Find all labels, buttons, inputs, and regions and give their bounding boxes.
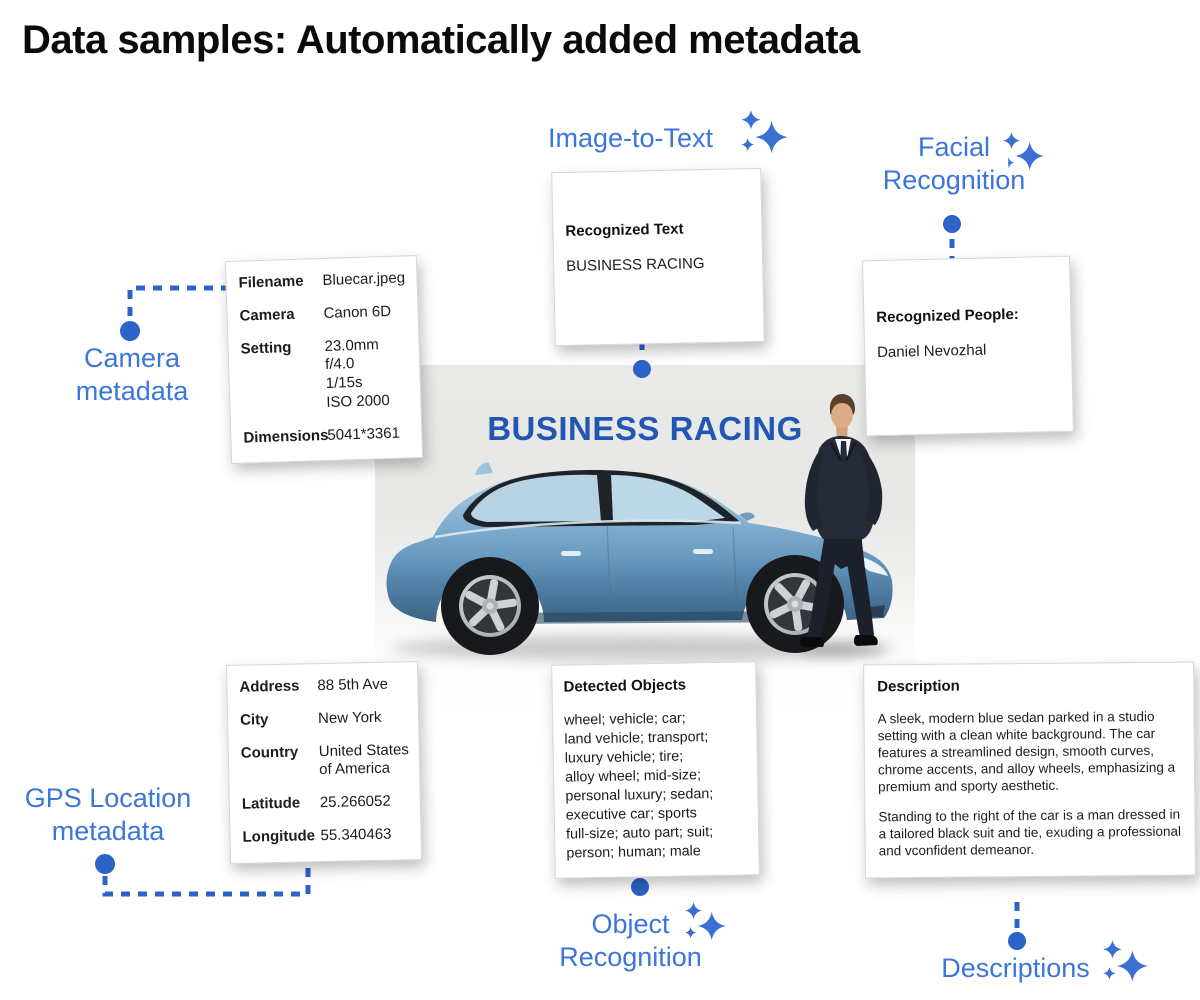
callout-image-to-text: Image-to-Text xyxy=(548,122,713,155)
sparkle-icon xyxy=(684,902,727,941)
description-paragraph: Standing to the right of the car is a ma… xyxy=(878,806,1182,859)
card-description: Description A sleek, modern blue sedan p… xyxy=(863,661,1196,879)
callout-gps-line1: GPS Location xyxy=(24,783,192,813)
connector-dot xyxy=(1008,932,1026,950)
connector-camera-metadata xyxy=(120,285,230,341)
gps-row-value: 88 5th Ave xyxy=(317,675,389,695)
rear-wheel xyxy=(441,557,539,655)
photo-caption: BUSINESS RACING xyxy=(487,410,803,447)
callout-camera-metadata: Camera metadata xyxy=(48,342,216,408)
callout-gps-metadata: GPS Location metadata xyxy=(14,782,202,848)
camera-row-value: 5041*3361 xyxy=(327,424,401,444)
detected-objects-value: wheel; vehicle; car; land vehicle; trans… xyxy=(563,710,714,862)
detected-objects-title: Detected Objects xyxy=(563,676,687,696)
recognized-people-value: Daniel Nevozhal xyxy=(876,341,987,361)
camera-row-value: Canon 6D xyxy=(323,302,392,322)
page-title: Data samples: Automatically added metada… xyxy=(22,18,860,62)
card-detected-objects: Detected Objects wheel; vehicle; car; la… xyxy=(551,661,760,879)
callout-descriptions-label: Descriptions xyxy=(941,953,1090,983)
camera-row-label: Camera xyxy=(239,305,295,325)
callout-object-line2: Recognition xyxy=(559,942,702,972)
callout-facial-line2: Recognition xyxy=(882,165,1026,195)
recognized-text-title: Recognized Text xyxy=(565,220,684,240)
connector-dot xyxy=(95,854,115,874)
callout-facial-line1: Facial xyxy=(917,132,991,162)
camera-row-label: Setting xyxy=(240,338,292,358)
connector-dot xyxy=(943,215,961,233)
gps-row-label: Longitude xyxy=(242,826,316,846)
man-in-suit xyxy=(799,394,883,657)
recognized-text-value: BUSINESS RACING xyxy=(565,254,705,275)
gps-row-label: Address xyxy=(239,677,300,696)
connector-facial-recognition xyxy=(943,215,961,259)
callout-object-line1: Object xyxy=(591,909,670,939)
car-photo: BUSINESS RACING xyxy=(375,365,915,715)
callout-camera-line2: metadata xyxy=(75,376,189,406)
card-recognized-people: Recognized People: Daniel Nevozhal xyxy=(862,255,1074,437)
callout-image-to-text-label: Image-to-Text xyxy=(548,123,714,153)
gps-row-value: New York xyxy=(317,708,382,727)
sparkle-icon xyxy=(741,110,788,154)
description-title: Description xyxy=(877,677,960,696)
connector-dot xyxy=(120,321,140,341)
callout-gps-line2: metadata xyxy=(51,816,165,846)
connector-dot xyxy=(631,878,649,896)
gps-row-label: Country xyxy=(240,743,299,762)
blue-sedan xyxy=(386,462,893,655)
recognized-people-title: Recognized People: xyxy=(876,305,1020,327)
callout-camera-line1: Camera xyxy=(83,343,181,373)
description-paragraph: A sleek, modern blue sedan parked in a s… xyxy=(877,708,1176,795)
gps-row-value: 25.266052 xyxy=(319,792,391,812)
sparkle-icon xyxy=(1103,940,1148,982)
callout-object-recognition: Object Recognition xyxy=(528,908,733,974)
card-recognized-text: Recognized Text BUSINESS RACING xyxy=(551,167,765,347)
gps-row-value: 55.340463 xyxy=(320,825,392,844)
callout-descriptions: Descriptions xyxy=(898,952,1133,985)
car-and-man-illustration xyxy=(386,394,895,661)
callout-facial-recognition: Facial Recognition xyxy=(868,131,1040,197)
connector-dot xyxy=(633,360,651,378)
connector-gps-metadata xyxy=(95,846,311,897)
gps-row-value: United States of America xyxy=(318,740,409,779)
card-gps-metadata: Address 88 5th Ave City New York Country… xyxy=(225,661,423,864)
camera-row-value: 23.0mm f/4.0 1/15s ISO 2000 xyxy=(324,335,390,411)
camera-row-label: Dimensions xyxy=(243,426,329,447)
gps-row-label: Latitude xyxy=(241,794,301,813)
connector-descriptions xyxy=(1008,902,1026,950)
sparkle-icon xyxy=(1002,132,1045,171)
camera-row-label: Filename xyxy=(238,272,304,292)
camera-row-value: Bluecar.jpeg xyxy=(322,269,406,290)
card-camera-metadata: Filename Bluecar.jpeg Camera Canon 6D Se… xyxy=(224,255,424,465)
gps-row-label: City xyxy=(239,710,269,729)
